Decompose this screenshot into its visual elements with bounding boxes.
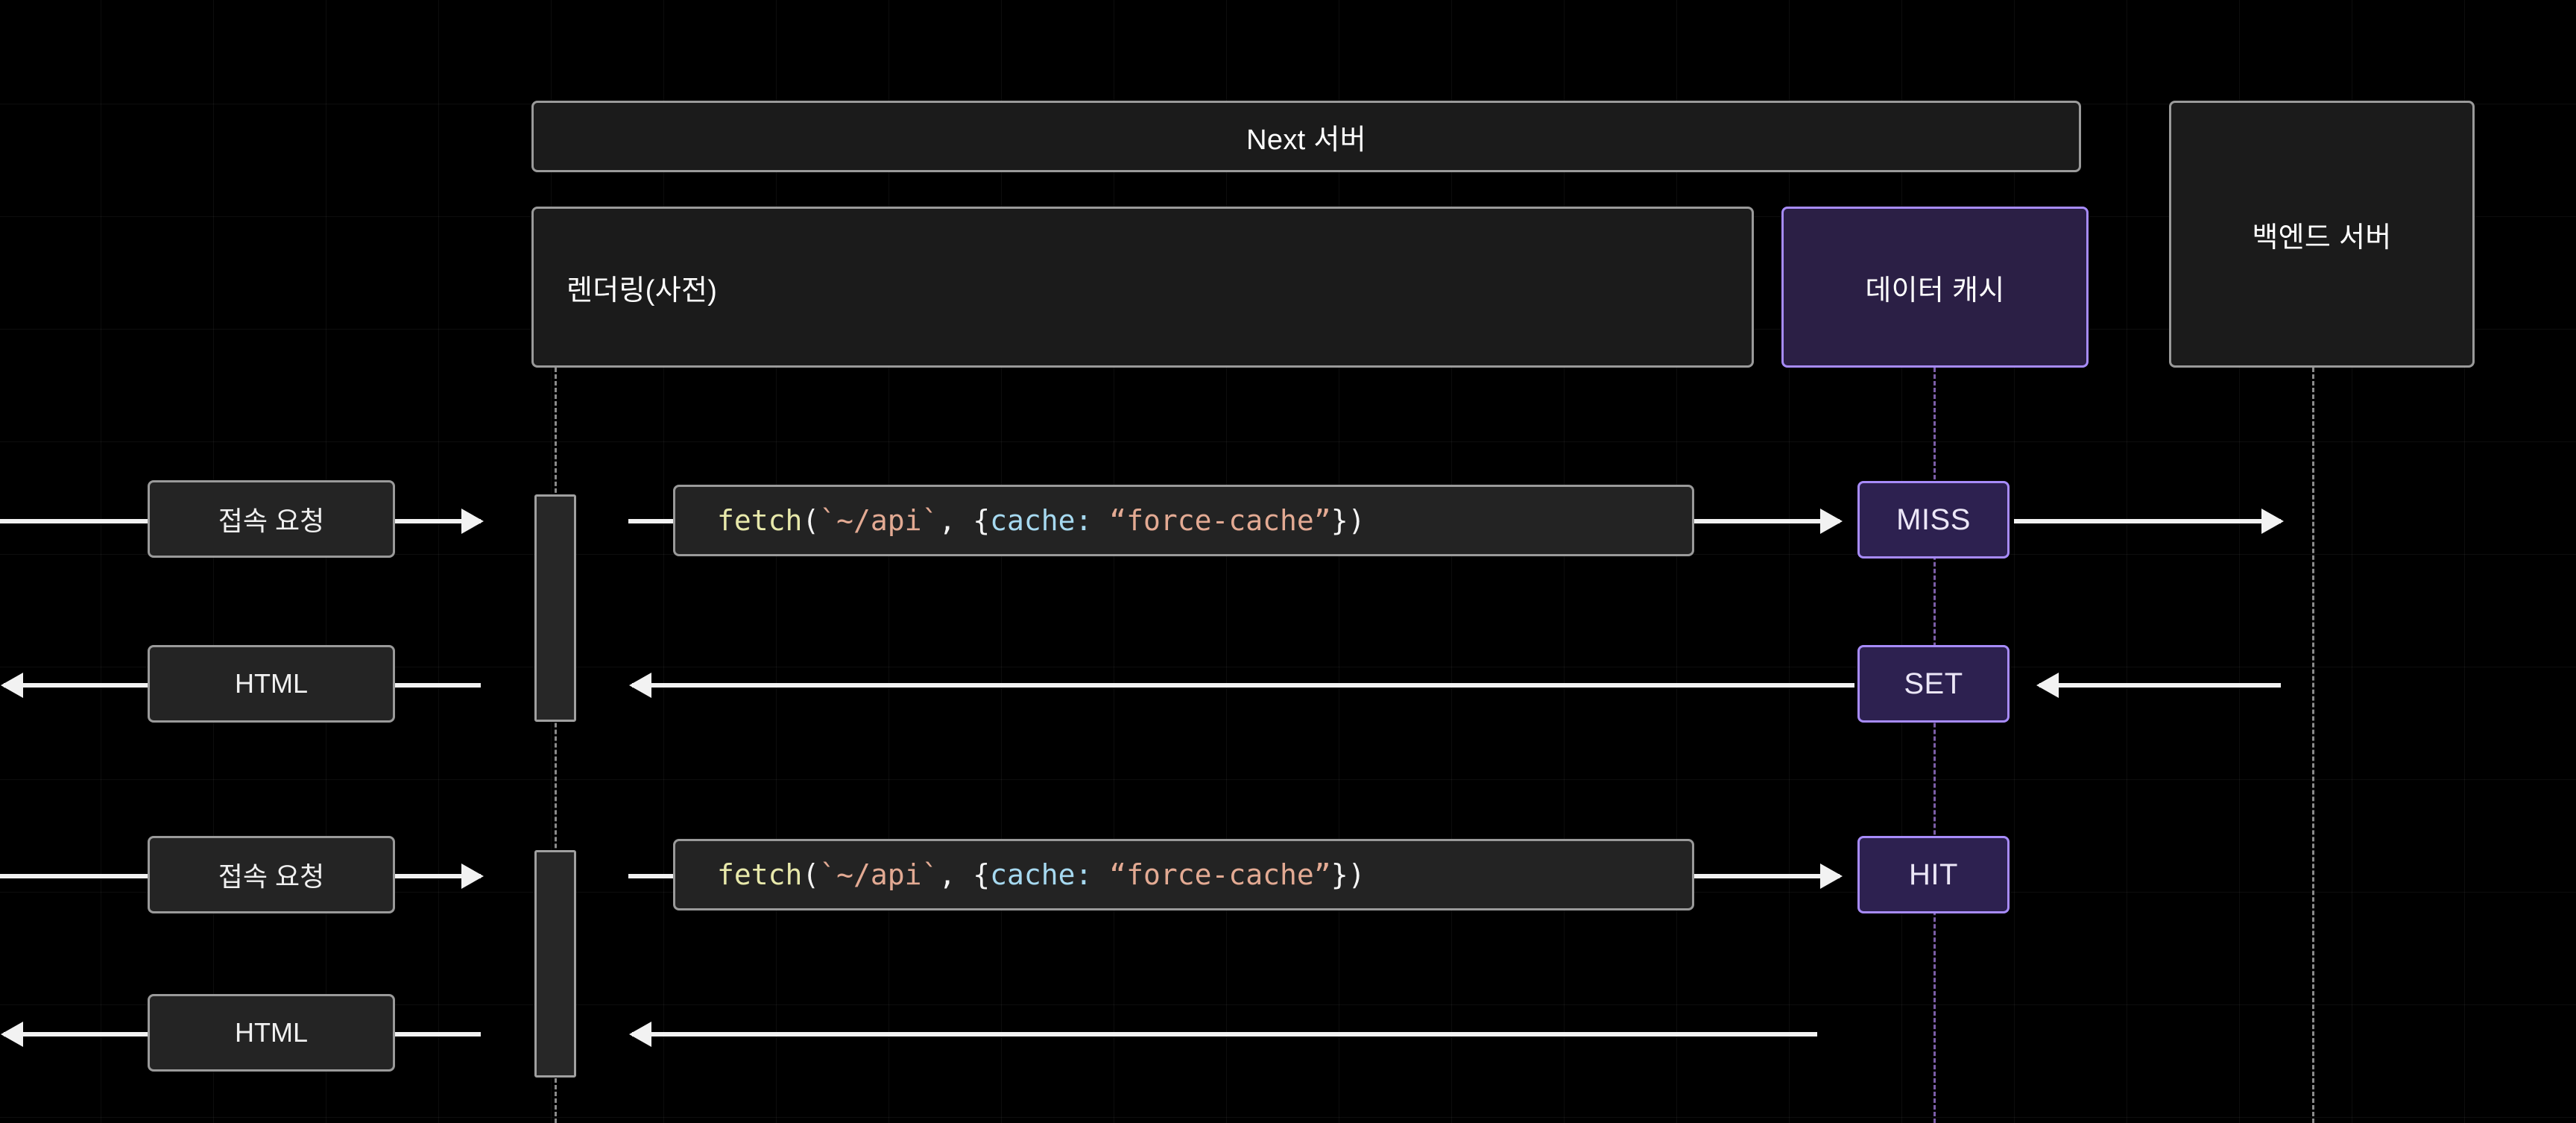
arrow-request-1-out [395,519,481,523]
code-paren-1: ( [802,504,820,537]
lifeline-data-cache [1933,368,1936,1123]
message-response-2: HTML [148,994,395,1072]
code-close-2: }) [1330,858,1366,891]
cache-state-set: SET [1857,645,2010,723]
arrow-fetch-2-in [628,874,676,878]
activation-bar-renderer-1 [534,494,576,722]
arrow-response-1-in [395,683,481,688]
participant-next-server: Next 서버 [531,101,2081,172]
arrow-backend-to-cache [2039,683,2281,688]
arrow-fetch-2-out [1694,874,1840,878]
code-url-1: `~/api` [819,504,939,537]
code-key-1: cache: [990,504,1093,537]
arrow-request-2-in [0,874,149,878]
code-value-1: “force-cache” [1109,504,1331,537]
arrow-request-1-in [0,519,149,523]
lifeline-backend-server [2312,368,2314,1123]
fetch-code-2: fetch(`~/api`, {cache: “force-cache”}) [717,858,1365,891]
cache-state-hit: HIT [1857,836,2010,913]
arrow-cache-to-renderer-1 [632,683,1854,688]
message-fetch-1: fetch(`~/api`, {cache: “force-cache”}) [673,485,1694,556]
arrow-request-2-out [395,874,481,878]
arrow-fetch-1-out [1694,519,1840,523]
arrow-fetch-1-in [628,519,676,523]
code-paren-2: ( [802,858,820,891]
code-brace-1: { [973,504,991,537]
participant-data-cache-label: 데이터 캐시 [1865,274,2005,306]
arrow-cache-to-renderer-2 [632,1032,1817,1037]
message-request-1: 접속 요청 [148,480,395,558]
code-comma-1: , [938,504,973,537]
code-space-2 [1092,858,1109,891]
arrow-response-2-in [395,1032,481,1037]
message-response-1: HTML [148,645,395,723]
cache-state-set-label: SET [1904,667,1963,700]
lifeline-renderer [555,368,557,1123]
message-request-2-label: 접속 요청 [218,861,325,892]
activation-bar-renderer-2 [534,850,576,1078]
message-fetch-2: fetch(`~/api`, {cache: “force-cache”}) [673,839,1694,910]
message-request-2: 접속 요청 [148,836,395,913]
participant-backend-server-label: 백엔드 서버 [2252,221,2392,254]
participant-renderer-label: 렌더링(사전) [566,274,718,306]
code-fn-1: fetch [717,504,803,537]
cache-state-hit-label: HIT [1909,858,1958,891]
message-request-1-label: 접속 요청 [218,506,325,536]
code-space-1 [1092,504,1109,537]
cache-state-miss: MISS [1857,481,2010,559]
code-brace-2: { [973,858,991,891]
arrow-response-1-out [4,683,149,688]
participant-next-server-label: Next 서버 [1246,124,1366,156]
cache-state-miss-label: MISS [1896,503,1971,536]
participant-backend-server: 백엔드 서버 [2169,101,2475,368]
message-response-1-label: HTML [235,668,308,699]
code-comma-2: , [938,858,973,891]
participant-data-cache: 데이터 캐시 [1781,207,2089,368]
arrow-cache-to-backend [2014,519,2281,523]
code-close-1: }) [1330,504,1366,537]
fetch-code-1: fetch(`~/api`, {cache: “force-cache”}) [717,504,1365,537]
code-key-2: cache: [990,858,1093,891]
message-response-2-label: HTML [235,1017,308,1048]
arrow-response-2-out [4,1032,149,1037]
code-value-2: “force-cache” [1109,858,1331,891]
code-fn-2: fetch [717,858,803,891]
code-url-2: `~/api` [819,858,939,891]
participant-renderer: 렌더링(사전) [531,207,1754,368]
